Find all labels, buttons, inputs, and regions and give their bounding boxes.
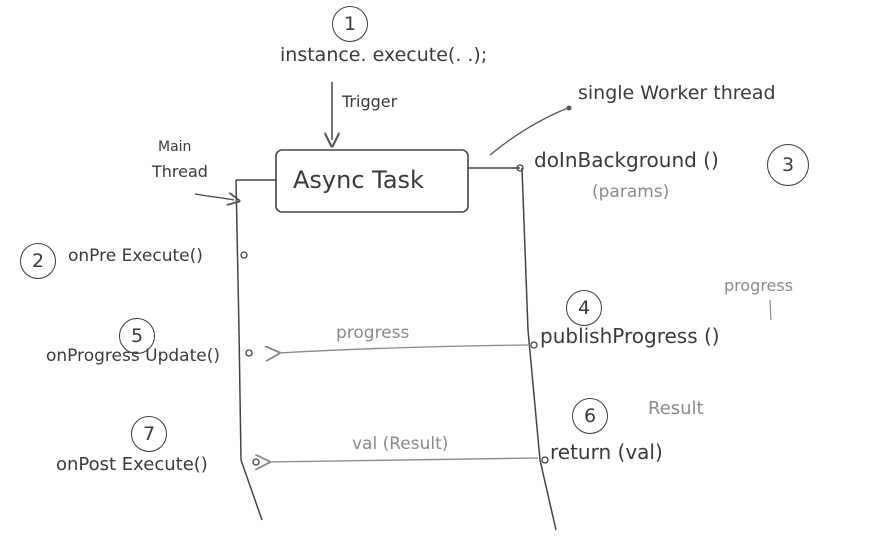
trigger-label: Trigger (342, 92, 398, 111)
result-arrow (268, 458, 539, 462)
publish-progress-label: publishProgress () (540, 324, 720, 348)
on-progress-update-label: onProgress Update() (46, 346, 220, 366)
step-2-badge: 2 (20, 243, 56, 279)
step-5-badge: 5 (119, 318, 155, 354)
step-7-badge: 7 (131, 416, 167, 452)
progress-annotation: progress (724, 276, 794, 295)
worker-pointer-line (489, 107, 569, 156)
main-thread-line (235, 179, 263, 521)
step-4-badge: 4 (566, 290, 602, 326)
worker-thread-line (521, 167, 557, 531)
main-thread-pointer (194, 194, 234, 200)
main-thread-label-line2: Thread (152, 162, 208, 181)
return-val-label: return (val) (550, 440, 663, 464)
step-6-badge: 6 (572, 398, 608, 434)
trigger-call-text: instance. execute(. .); (280, 44, 488, 66)
main-thread-label-line1: Main (158, 139, 192, 155)
result-arrow-label: val (Result) (352, 434, 449, 454)
async-task-box (275, 149, 469, 213)
on-post-execute-label: onPost Execute() (56, 454, 208, 475)
result-annotation: Result (648, 398, 704, 419)
async-task-label: Async Task (293, 166, 424, 194)
worker-thread-label: single Worker thread (578, 82, 776, 104)
progress-arrow-label: progress (336, 323, 410, 343)
do-in-background-label: doInBackground () (534, 148, 719, 172)
progress-arrow (278, 344, 531, 353)
step-3-badge: 3 (767, 144, 809, 186)
params-label: (params) (592, 182, 670, 202)
on-pre-execute-label: onPre Execute() (68, 246, 203, 266)
step-1-badge: 1 (332, 6, 368, 42)
